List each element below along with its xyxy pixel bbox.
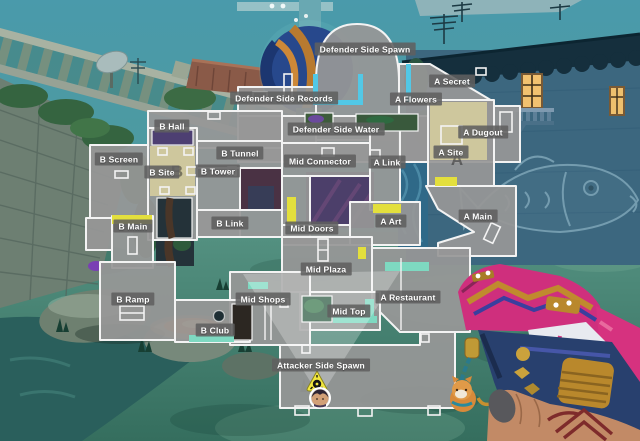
pistol-sights — [471, 270, 581, 314]
tv-antenna-icon — [429, 2, 571, 44]
tattooed-hand — [487, 389, 640, 441]
pistol-viewmodel — [450, 264, 640, 441]
lit-window-2 — [609, 86, 625, 116]
player-avatar — [309, 387, 331, 409]
hand-tattoo — [547, 407, 614, 441]
finger-nail — [488, 389, 516, 423]
tiled-roof — [402, 34, 640, 84]
fish-mural — [458, 155, 640, 234]
zone-b-main-stub — [85, 217, 113, 251]
lit-window — [521, 73, 543, 109]
pistol-gold-details — [514, 347, 614, 409]
satellite-dish-icon — [95, 50, 146, 88]
water-edge-markers — [313, 64, 411, 105]
map-holes — [151, 112, 419, 341]
b-club-hole — [212, 309, 226, 323]
upper-structure — [415, 0, 582, 16]
cat-charm — [450, 337, 491, 412]
hole-tree — [156, 197, 193, 239]
